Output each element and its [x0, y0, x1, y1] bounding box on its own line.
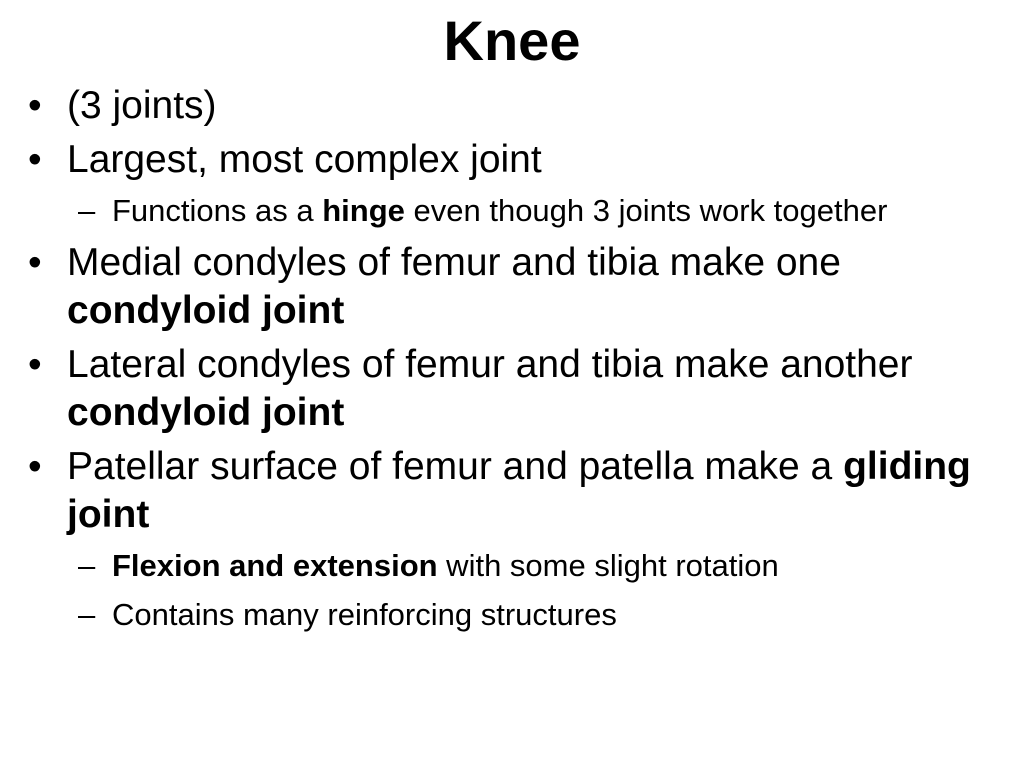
- bullet-item: • Lateral condyles of femur and tibia ma…: [0, 341, 1024, 437]
- bullet-text: with some slight rotation: [437, 548, 779, 583]
- sub-bullet-marker: –: [78, 597, 96, 632]
- bullet-emphasis: gliding joint: [67, 445, 971, 536]
- bullet-emphasis: condyloid joint: [67, 391, 345, 434]
- bullet-text: even though 3 joints work together: [404, 193, 888, 228]
- bullet-text: Functions as a: [112, 193, 323, 228]
- bullet-text: Lateral condyles of femur and tibia make…: [67, 343, 913, 386]
- sub-bullet-item: – Contains many reinforcing structures: [0, 594, 1024, 636]
- bullet-emphasis: condyloid joint: [67, 289, 345, 332]
- bullet-item: • Medial condyles of femur and tibia mak…: [0, 239, 1024, 335]
- sub-bullet-marker: –: [78, 548, 96, 583]
- bullet-item: • Patellar surface of femur and patella …: [0, 443, 1024, 539]
- bullet-text: Largest, most complex joint: [67, 138, 542, 181]
- bullet-text: (3 joints): [67, 84, 217, 127]
- bullet-marker: •: [28, 241, 42, 284]
- sub-bullet-marker: –: [78, 193, 96, 228]
- bullet-marker: •: [28, 343, 42, 386]
- bullet-marker: •: [28, 84, 42, 127]
- sub-bullet-item: – Functions as a hinge even though 3 joi…: [0, 190, 1024, 232]
- bullet-marker: •: [28, 138, 42, 181]
- bullet-list: • (3 joints) • Largest, most complex joi…: [0, 82, 1024, 643]
- slide-title: Knee: [443, 9, 581, 72]
- bullet-item: • Largest, most complex joint: [0, 136, 1024, 184]
- sub-bullet-item: – Flexion and extension with some slight…: [0, 545, 1024, 587]
- bullet-text: Medial condyles of femur and tibia make …: [67, 241, 841, 284]
- bullet-item: • (3 joints): [0, 82, 1024, 130]
- bullet-marker: •: [28, 445, 42, 488]
- bullet-emphasis: Flexion and extension: [112, 548, 438, 583]
- bullet-text: Patellar surface of femur and patella ma…: [67, 445, 844, 488]
- bullet-emphasis: hinge: [322, 193, 405, 228]
- bullet-text: Contains many reinforcing structures: [112, 597, 617, 632]
